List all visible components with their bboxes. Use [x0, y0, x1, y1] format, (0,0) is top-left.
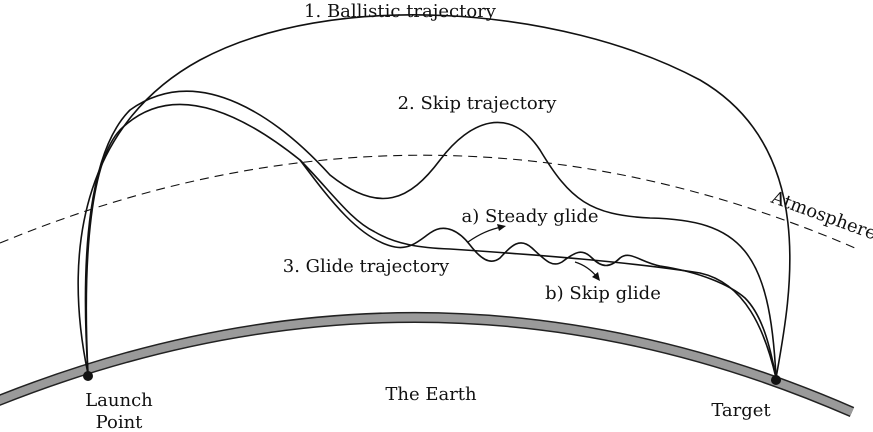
glide-label: 3. Glide trajectory — [283, 256, 450, 277]
skip-glide-pointer — [574, 261, 598, 278]
ballistic-trajectory — [77, 14, 791, 379]
target-label: Target — [711, 400, 771, 421]
steady-glide-arrowhead — [497, 224, 506, 231]
earth-label: The Earth — [385, 384, 477, 405]
launch-point-label-line1: Launch — [85, 390, 153, 411]
atmosphere-label: Atmosphere — [768, 187, 873, 245]
skip-glide-path — [299, 159, 777, 379]
glide-trajectory — [85, 103, 376, 375]
target-marker — [771, 375, 781, 385]
launch-point-marker — [83, 371, 93, 381]
atmosphere-boundary — [0, 154, 856, 249]
steady-glide-label: a) Steady glide — [461, 206, 598, 227]
skip-glide-label: b) Skip glide — [545, 283, 661, 304]
skip-trajectory — [84, 90, 777, 379]
earth-surface-fill — [0, 313, 854, 416]
steady-glide-pointer — [467, 226, 503, 243]
launch-point-label-line2: Point — [96, 412, 144, 432]
skip-label: 2. Skip trajectory — [398, 93, 558, 114]
skip-glide-arrowhead — [592, 272, 600, 281]
ballistic-label: 1. Ballistic trajectory — [304, 1, 497, 22]
